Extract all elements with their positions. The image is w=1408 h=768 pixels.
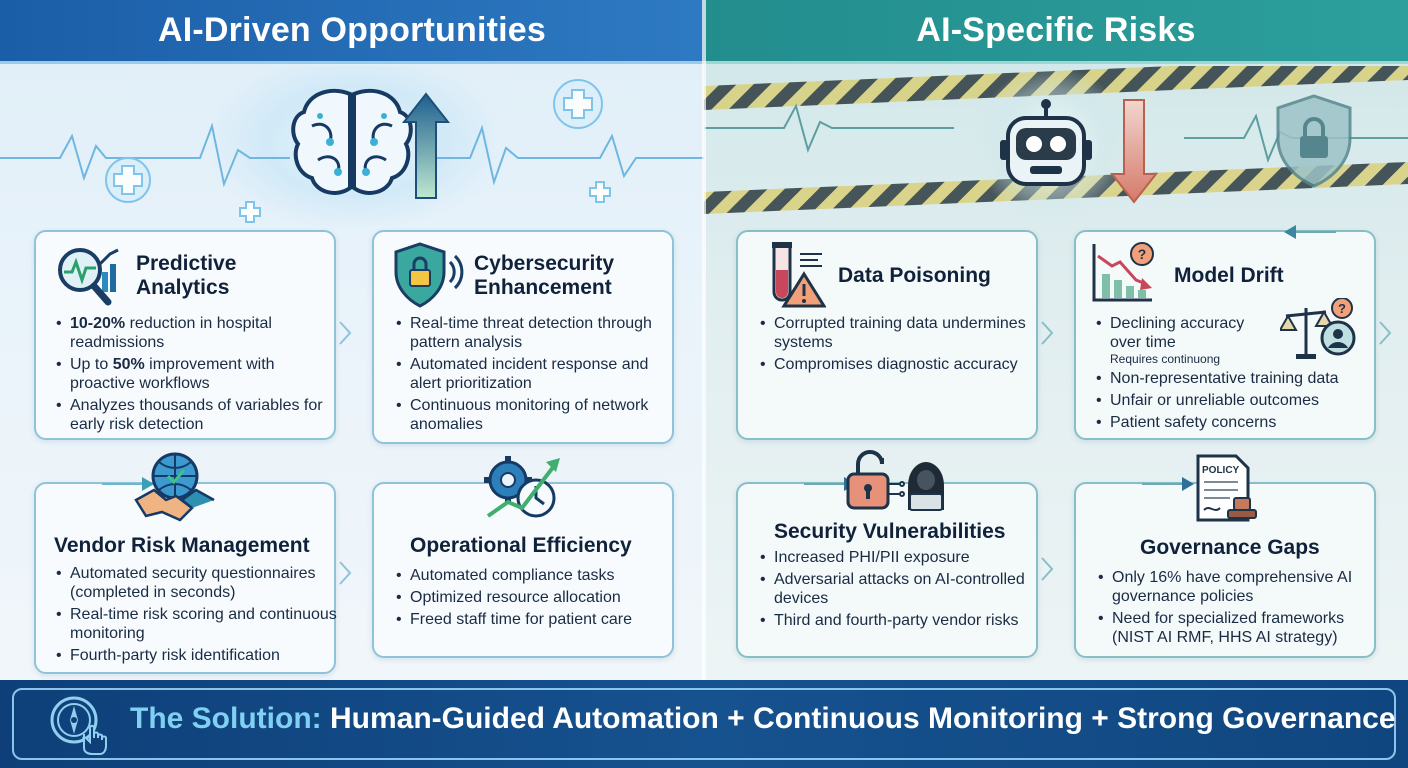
- cybersecurity-bullets: Real-time threat detection through patte…: [394, 314, 670, 437]
- heartbeat-line-icon: [0, 122, 290, 188]
- list-item: Freed staff time for patient care: [394, 610, 670, 629]
- model-drift-title: Model Drift: [1174, 264, 1284, 287]
- operational-efficiency-bullets: Automated compliance tasks Optimized res…: [394, 566, 670, 632]
- down-arrow-icon: [1109, 99, 1159, 204]
- operational-efficiency-card: Operational Efficiency Automated complia…: [372, 482, 674, 658]
- risks-panel: AI-Specific Risks: [704, 0, 1408, 680]
- svg-text:?: ?: [1138, 246, 1147, 262]
- solution-text: Human-Guided Automation + Continuous Mon…: [321, 702, 1396, 735]
- magnifier-chart-icon: [58, 248, 119, 306]
- chevron-right-icon: [339, 321, 352, 345]
- governance-gaps-title: Governance Gaps: [1140, 536, 1320, 559]
- cybersecurity-title: Cybersecurity Enhancement: [474, 252, 615, 299]
- data-poisoning-title: Data Poisoning: [838, 264, 991, 287]
- panel-divider: [702, 0, 706, 680]
- list-item: Analyzes thousands of variables for earl…: [54, 396, 334, 434]
- data-poisoning-bullets: Corrupted training data undermines syste…: [758, 314, 1034, 377]
- shield-lock-icon: [1276, 94, 1352, 188]
- model-drift-card: ? Model Drift ? Declining accuracy over …: [1074, 225, 1392, 440]
- predictive-analytics-card: Predictive Analytics 10-20% reduction in…: [34, 230, 352, 440]
- list-item: Need for specialized frameworks (NIST AI…: [1096, 609, 1374, 647]
- svg-text:?: ?: [1338, 301, 1346, 316]
- chevron-right-icon: [1041, 557, 1054, 581]
- gear-clock-icon: [484, 456, 560, 518]
- list-item: Only 16% have comprehensive AI governanc…: [1096, 568, 1374, 606]
- scale-person-icon: ?: [1280, 298, 1356, 359]
- security-vulnerabilities-bullets: Increased PHI/PII exposure Adversarial a…: [758, 548, 1034, 633]
- list-item: Automated security questionnaires (compl…: [54, 564, 338, 602]
- list-item: Real-time risk scoring and continuous mo…: [54, 605, 338, 643]
- predictive-analytics-bullets: 10-20% reduction in hospital readmission…: [54, 314, 334, 437]
- opportunities-panel: AI-Driven Opportunities: [0, 0, 704, 680]
- chevron-right-icon: [339, 561, 352, 585]
- risks-title: AI-Specific Risks: [916, 11, 1196, 49]
- list-item: Patient safety concerns: [1094, 413, 1374, 432]
- solution-footer: The Solution: Human-Guided Automation + …: [0, 680, 1408, 768]
- policy-document-icon: POLICY: [1194, 452, 1262, 524]
- list-item: Unfair or unreliable outcomes: [1094, 391, 1374, 410]
- list-item: Non-representative training data: [1094, 369, 1374, 388]
- vendor-risk-title: Vendor Risk Management: [54, 534, 310, 557]
- data-poisoning-card: Data Poisoning Corrupted training data u…: [736, 230, 1054, 440]
- risks-header: AI-Specific Risks: [704, 0, 1408, 64]
- compass-touch-icon: [50, 696, 107, 755]
- governance-gaps-bullets: Only 16% have comprehensive AI governanc…: [1096, 568, 1374, 650]
- cybersecurity-card: Cybersecurity Enhancement Real-time thre…: [372, 230, 674, 444]
- predictive-analytics-title: Predictive Analytics: [136, 252, 237, 299]
- list-item: Continuous monitoring of network anomali…: [394, 396, 670, 434]
- opportunities-hero: [0, 66, 704, 226]
- chevron-right-icon: [1379, 321, 1392, 345]
- solution-statement: The Solution: Human-Guided Automation + …: [130, 702, 1396, 736]
- list-item: Compromises diagnostic accuracy: [758, 355, 1034, 374]
- operational-efficiency-title: Operational Efficiency: [410, 534, 632, 557]
- test-tube-warning-icon: [772, 242, 826, 308]
- risks-hero: [704, 66, 1408, 226]
- list-item: Adversarial attacks on AI-controlled dev…: [758, 570, 1034, 608]
- shield-signal-icon: [394, 242, 464, 308]
- security-vulnerabilities-card: Security Vulnerabilities Increased PHI/P…: [736, 477, 1054, 658]
- list-item: Increased PHI/PII exposure: [758, 548, 1034, 567]
- robot-icon: [1000, 99, 1092, 186]
- solution-box: [12, 688, 1396, 760]
- list-item: Fourth-party risk identification: [54, 646, 338, 665]
- list-item: Optimized resource allocation: [394, 588, 670, 607]
- arrow-right-icon: [102, 477, 154, 491]
- padlock-hacker-icon: [846, 450, 944, 511]
- model-drift-subnote: Requires continuong: [1110, 352, 1221, 366]
- globe-handshake-icon: [134, 452, 215, 522]
- list-item: 10-20% reduction in hospital readmission…: [54, 314, 334, 352]
- chevron-right-icon: [1041, 321, 1054, 345]
- vendor-risk-bullets: Automated security questionnaires (compl…: [54, 564, 338, 668]
- opportunities-header: AI-Driven Opportunities: [0, 0, 704, 64]
- list-item: Automated incident response and alert pr…: [394, 355, 670, 393]
- arrow-right-icon: [1142, 477, 1194, 491]
- up-arrow-icon: [401, 92, 451, 199]
- policy-label: POLICY: [1202, 465, 1240, 476]
- opportunities-title: AI-Driven Opportunities: [157, 11, 547, 49]
- list-item: Automated compliance tasks: [394, 566, 670, 585]
- solution-lead: The Solution:: [130, 702, 322, 735]
- list-item: Third and fourth-party vendor risks: [758, 611, 1034, 630]
- declining-chart-icon: ?: [1092, 242, 1154, 302]
- brain-icon: [291, 88, 413, 195]
- medical-cross-icon: [105, 79, 611, 223]
- arrow-left-icon: [1284, 225, 1336, 239]
- list-item: Real-time threat detection through patte…: [394, 314, 670, 352]
- list-item: Corrupted training data undermines syste…: [758, 314, 1034, 352]
- security-vulnerabilities-title: Security Vulnerabilities: [774, 520, 1006, 543]
- list-item: Up to 50% improvement with proactive wor…: [54, 355, 334, 393]
